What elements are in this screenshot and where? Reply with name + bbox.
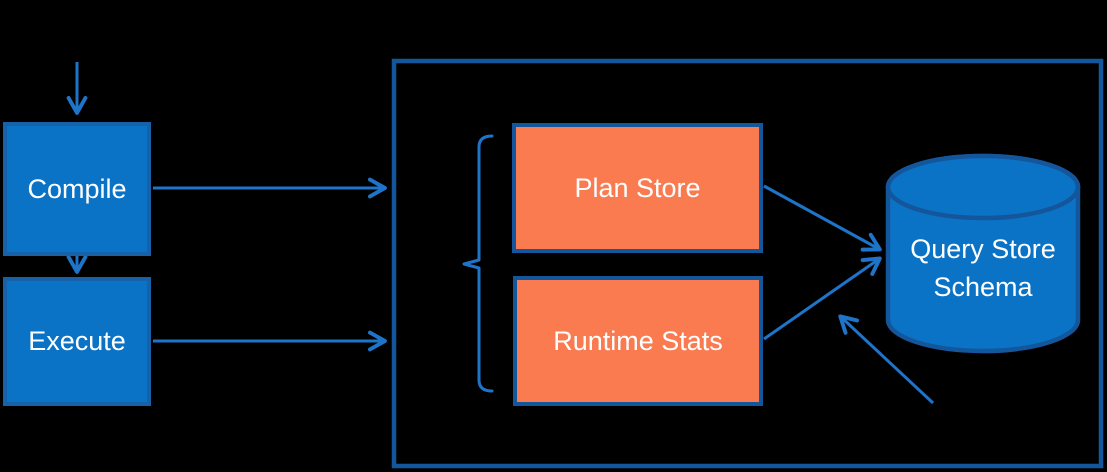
arrow-from-bottom-right	[838, 314, 935, 405]
compile-label: Compile	[27, 173, 127, 204]
query-store-container-box	[391, 58, 1104, 469]
query-store-schema-label: Query Store Schema	[910, 234, 1056, 302]
grouping-bracket	[462, 134, 494, 393]
plan-store-label: Plan Store	[574, 172, 701, 203]
execute-box: Execute	[3, 277, 151, 406]
compile-box: Compile	[3, 122, 151, 256]
arrow-plan-store-to-schema	[763, 184, 882, 252]
runtime-stats-box: Runtime Stats	[513, 276, 763, 406]
execute-label: Execute	[28, 326, 126, 356]
arrow-runtime-stats-to-schema	[763, 256, 882, 341]
plan-store-box: Plan Store	[512, 123, 763, 253]
database-cylinder	[885, 153, 1081, 354]
runtime-stats-label: Runtime Stats	[553, 325, 723, 356]
